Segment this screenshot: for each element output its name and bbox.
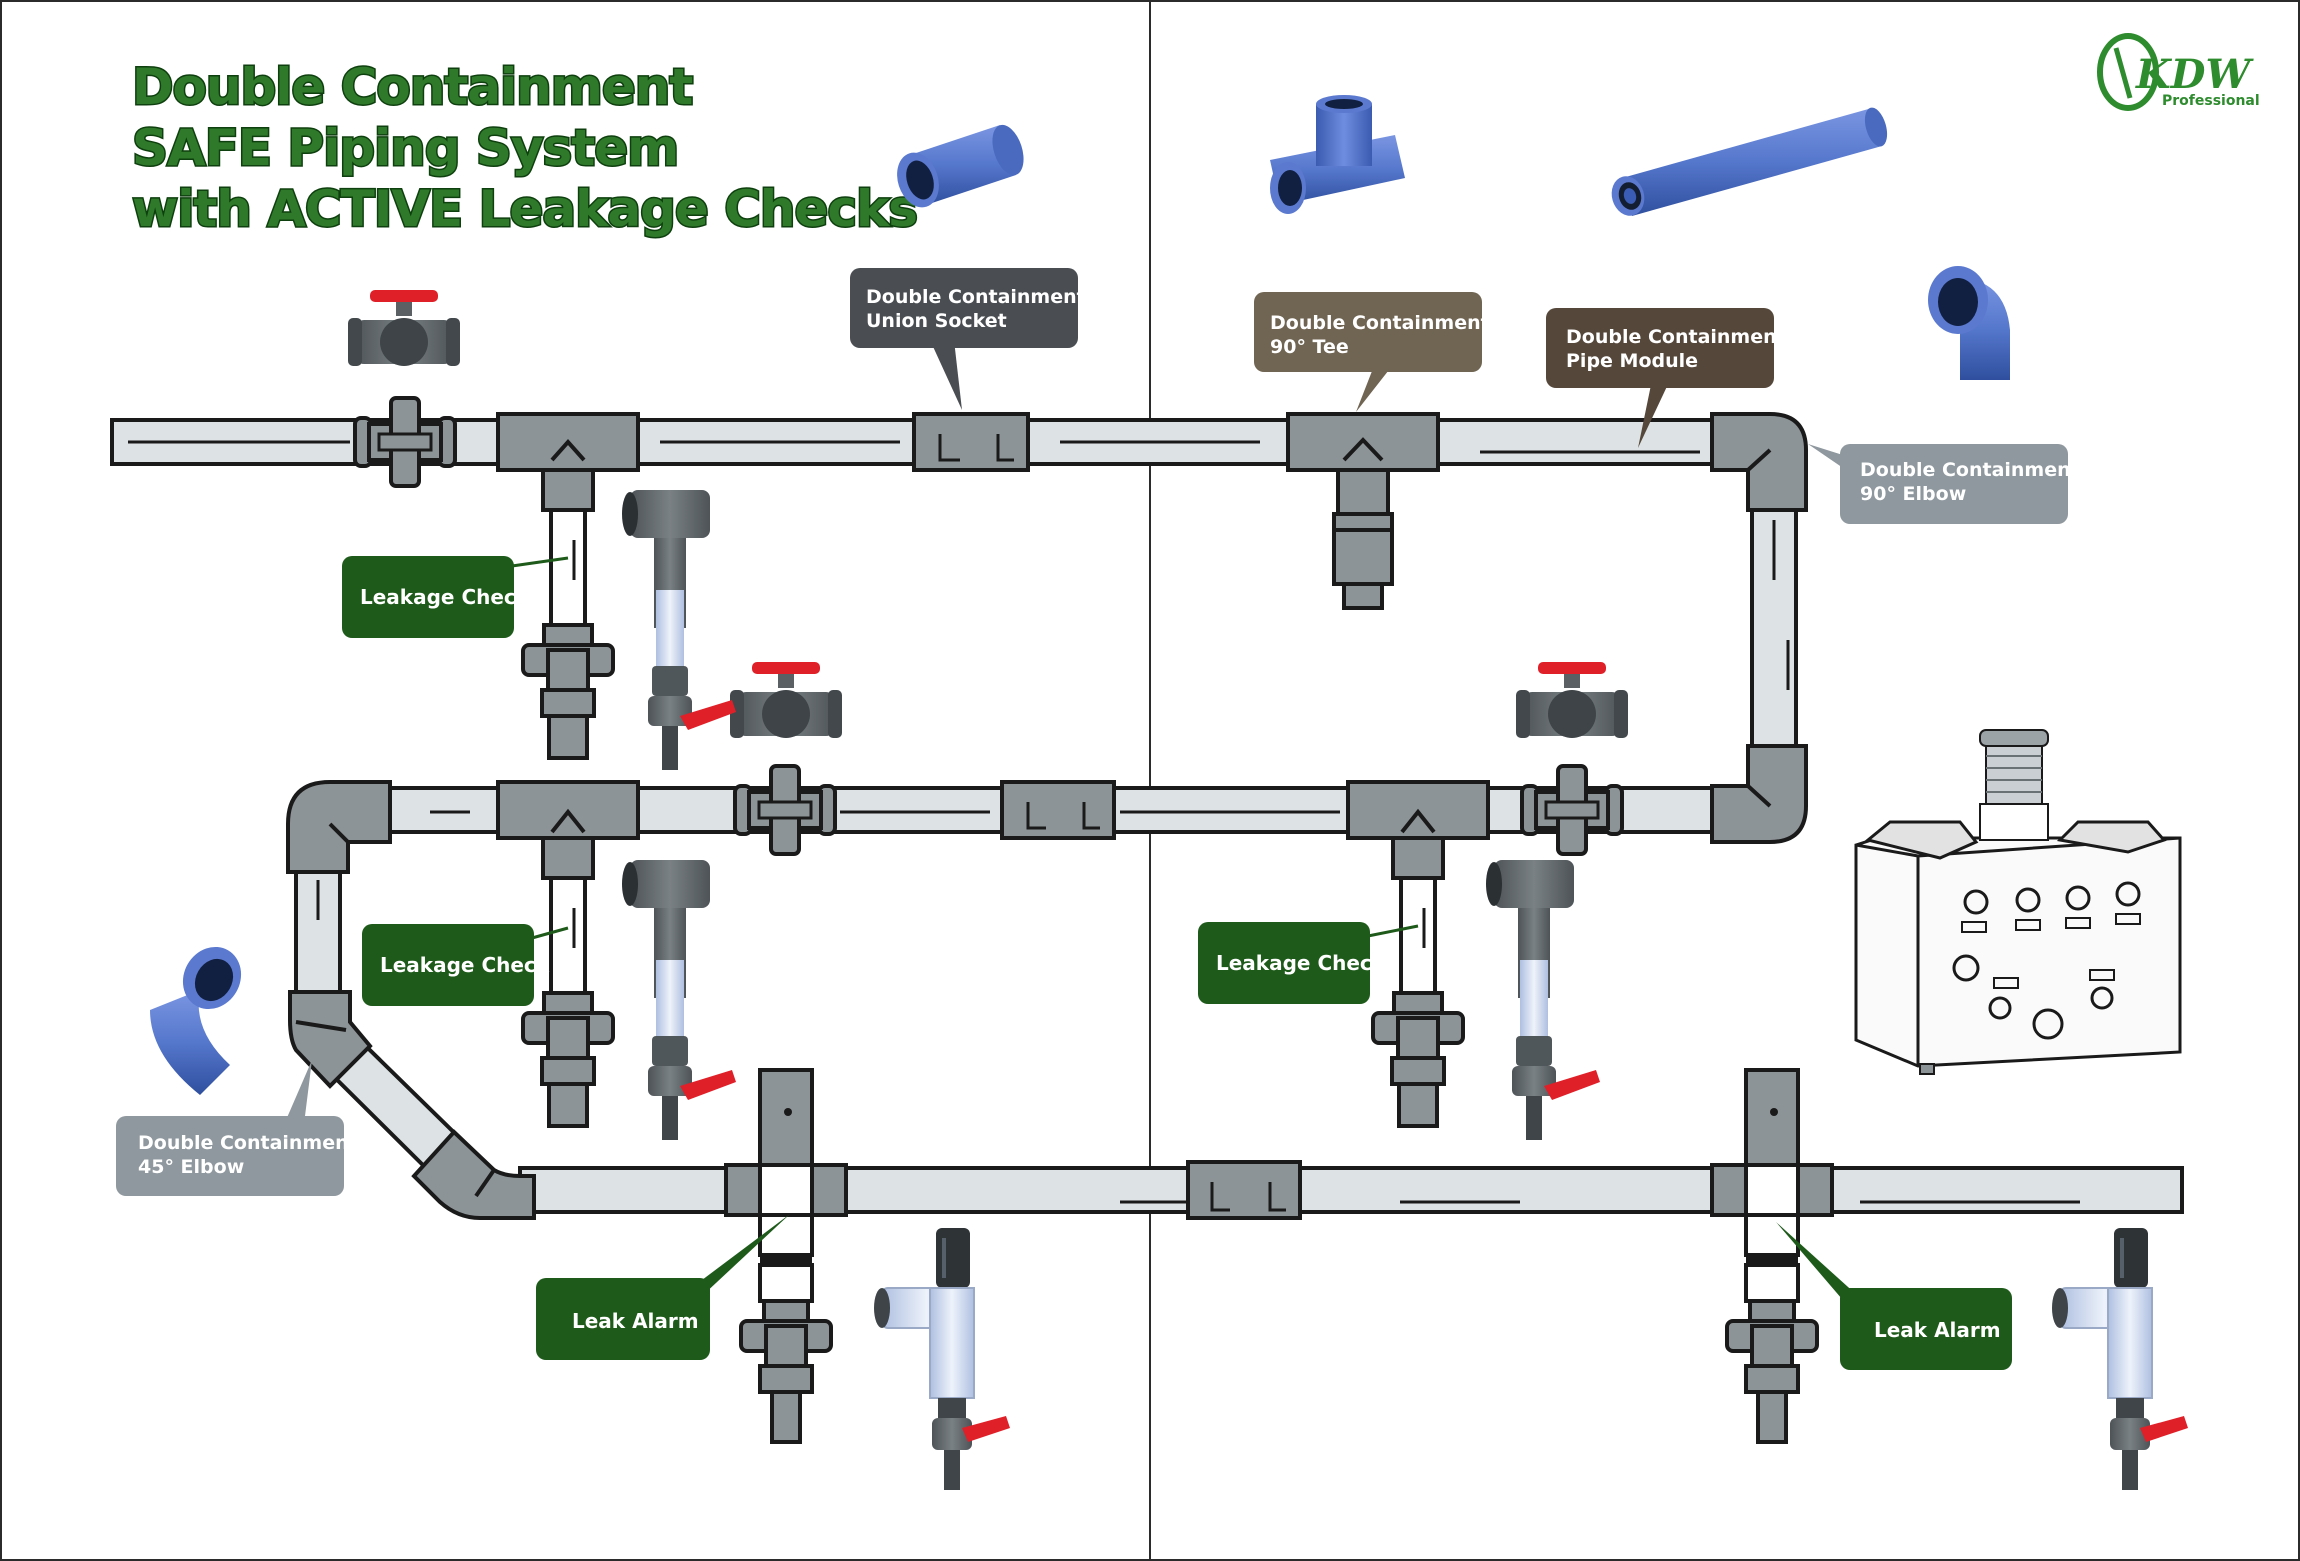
sight-check-top: [622, 490, 736, 770]
sight-check-mid-left: [622, 860, 736, 1140]
callout-tee-line2: 90° Tee: [1270, 336, 1349, 358]
ball-valve-middle-right: [1516, 662, 1628, 738]
product-socket: [897, 124, 1024, 208]
callout-union-socket: Double Containment Union Socket: [850, 268, 1086, 410]
ball-valve-top: [348, 290, 460, 366]
sight-check-mid-right: [1486, 860, 1600, 1140]
callout-leakage-check-mid-right-label: Leakage Check: [1216, 951, 1386, 975]
title: Double Containment SAFE Piping System wi…: [131, 57, 920, 240]
callout-leakage-check-top: Leakage Check: [342, 556, 569, 638]
callout-leakage-check-mid-left-label: Leakage Check: [380, 953, 550, 977]
bottom-union-socket: [1186, 1160, 1302, 1220]
title-line-3: with ACTIVE Leakage Checks: [132, 180, 917, 238]
leak-alarm-control-box: [1854, 729, 2182, 1075]
product-pipe-module: [1611, 107, 1888, 216]
alarm-tee-right: [1710, 1068, 1834, 1444]
callout-union-socket-line1: Double Containment: [866, 286, 1086, 308]
callout-leakage-check-mid-right: Leakage Check: [1198, 922, 1419, 1004]
alarm-sensor-right: [2051, 1227, 2189, 1491]
ball-valve-middle-left: [730, 662, 842, 738]
middle-elbow-left: [286, 780, 392, 874]
callout-elbow45-line1: Double Containment: [138, 1132, 358, 1154]
callout-leak-alarm-left-label: Leak Alarm: [572, 1309, 699, 1333]
callout-tee: Double Containment 90° Tee: [1254, 292, 1490, 412]
callout-leakage-check-mid-left: Leakage Check: [362, 924, 569, 1006]
logo-sub: Professional: [2162, 93, 2260, 109]
callout-tee-line1: Double Containment: [1270, 312, 1490, 334]
elbow45-upper: [288, 990, 373, 1089]
callout-elbow90: Double Containment 90° Elbow: [1808, 444, 2080, 524]
callout-elbow45-line2: 45° Elbow: [138, 1156, 244, 1178]
callout-elbow90-line2: 90° Elbow: [1860, 483, 1966, 505]
callout-leakage-check-top-label: Leakage Check: [360, 585, 530, 609]
top-tee-left: [496, 412, 640, 512]
kdw-logo-icon: [2097, 33, 2159, 111]
product-tee: [1270, 95, 1405, 214]
kdw-logo: KDW Professional: [2097, 33, 2260, 111]
leakage-drop-mid-right: [1371, 876, 1465, 1128]
top-elbow-right: [1710, 412, 1808, 512]
middle-union-right: [1520, 764, 1624, 856]
callout-leak-alarm-left: Leak Alarm: [536, 1214, 790, 1360]
callout-union-socket-line2: Union Socket: [866, 310, 1007, 332]
callout-leak-alarm-right-label: Leak Alarm: [1874, 1318, 2001, 1342]
leakage-drop-mid-left: [521, 876, 615, 1128]
title-line-1: Double Containment: [132, 58, 692, 116]
alarm-sensor-left: [873, 1227, 1011, 1491]
top-union-socket: [912, 412, 1030, 472]
callout-pipe-module-line1: Double Containment: [1566, 326, 1786, 348]
top-tee-right: [1286, 412, 1440, 610]
title-line-2: SAFE Piping System: [132, 119, 678, 177]
callout-elbow90-line1: Double Containment: [1860, 459, 2080, 481]
middle-tee-left: [496, 780, 640, 880]
top-union: [353, 396, 457, 488]
leakage-drop-top: [521, 508, 615, 760]
right-riser-pipe: [1750, 468, 1798, 752]
elbow45-lower: [411, 1129, 536, 1220]
product-elbow45: [150, 946, 242, 1095]
middle-union-left: [733, 764, 837, 856]
callout-pipe-module-line2: Pipe Module: [1566, 350, 1698, 372]
middle-tee-right: [1346, 780, 1490, 880]
middle-elbow-right: [1710, 744, 1808, 844]
callout-elbow45: Double Containment 45° Elbow: [116, 1060, 358, 1196]
product-elbow90: [1928, 266, 2010, 380]
callout-pipe-module: Double Containment Pipe Module: [1546, 308, 1786, 448]
callout-leak-alarm-right: Leak Alarm: [1776, 1222, 2012, 1370]
logo-mark: KDW: [2135, 51, 2254, 98]
middle-union-socket: [1000, 780, 1116, 840]
